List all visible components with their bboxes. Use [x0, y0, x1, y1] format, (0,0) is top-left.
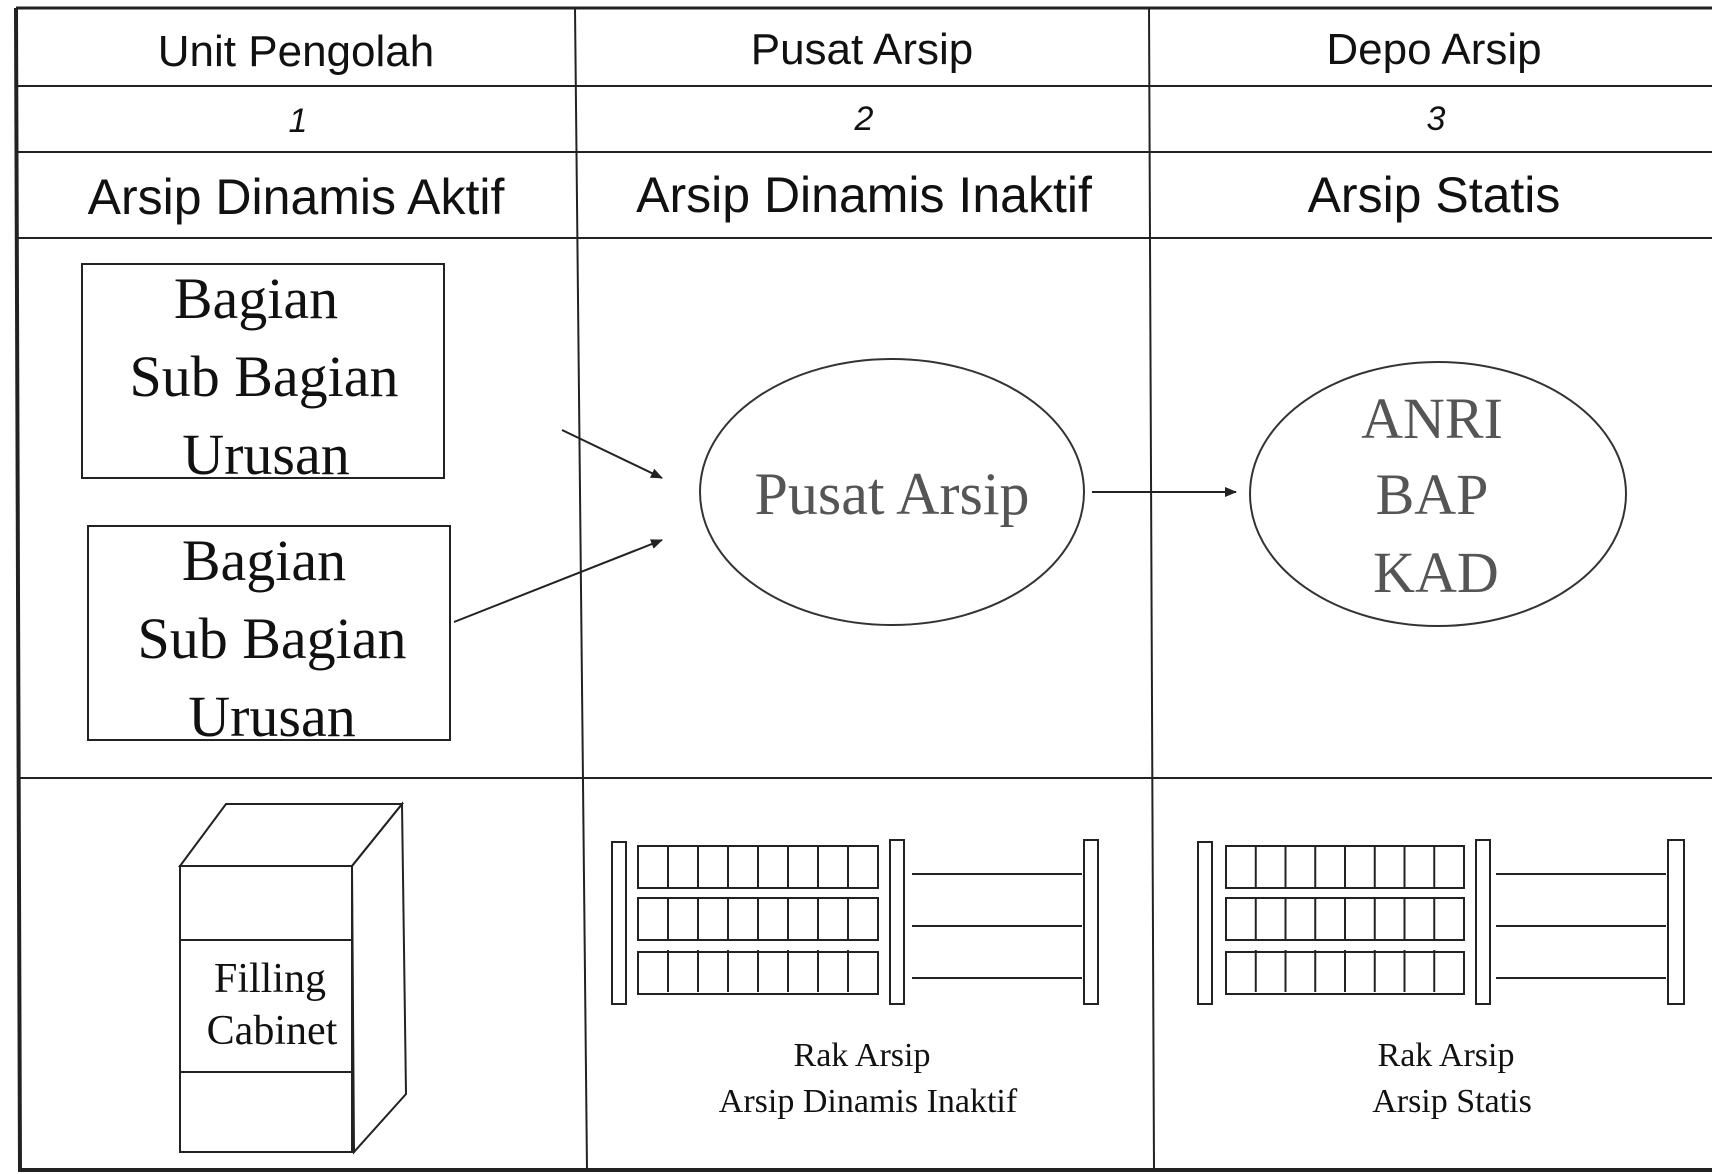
rack-middle-post-mid: [889, 839, 905, 1005]
header-columns: Unit Pengolah Pusat Arsip Depo Arsip: [158, 25, 1542, 76]
unit-box-1-line-1: Bagian: [174, 266, 338, 331]
header-categories: Arsip Dinamis Aktif Arsip Dinamis Inakti…: [88, 167, 1561, 225]
center-ellipse-shape: [699, 358, 1085, 626]
category-1: Arsip Dinamis Aktif: [88, 169, 505, 225]
rack-middle-post-left: [611, 841, 627, 1005]
unit-box-1-frame: [81, 263, 445, 479]
right-ellipse-line-2: BAP: [1376, 462, 1489, 527]
arrow-box2-to-center: [453, 539, 663, 623]
unit-box-1-line-3: Urusan: [182, 422, 350, 487]
header-numbers: 1 2 3: [289, 100, 1446, 140]
cabinet-label-line-1: Filling: [214, 956, 326, 1002]
header-number-1: 1: [289, 102, 308, 140]
unit-box-2-line-3: Urusan: [188, 684, 356, 749]
rack-middle: Rak Arsip Arsip Dinamis Inaktif: [611, 839, 1099, 1120]
rack-middle-caption-line-1: Rak Arsip: [794, 1037, 931, 1074]
table-grid: [14, 6, 1712, 1173]
arrow-box1-to-center: [561, 429, 663, 479]
unit-box-1-line-2: Sub Bagian: [129, 344, 398, 409]
rack-right: Rak Arsip Arsip Statis: [1197, 839, 1685, 1120]
right-ellipse-line-1: ANRI: [1361, 386, 1503, 451]
grid-outer-left: [14, 7, 22, 1173]
rack-middle-post-right: [1083, 839, 1099, 1005]
cabinet-top-face: [178, 803, 405, 867]
rack-right-post-mid: [1475, 839, 1491, 1005]
header-col-3: Depo Arsip: [1326, 25, 1541, 74]
header-col-1: Unit Pengolah: [158, 27, 434, 76]
header-number-3: 3: [1427, 100, 1446, 138]
category-3: Arsip Statis: [1308, 167, 1561, 223]
cabinet-front-face: [179, 865, 353, 1153]
flow-arrows: [453, 429, 1237, 623]
header-number-2: 2: [854, 100, 874, 138]
cabinet-label-line-2: Cabinet: [207, 1008, 338, 1054]
rack-right-caption-line-1: Rak Arsip: [1378, 1037, 1515, 1074]
unit-box-1: Bagian Sub Bagian Urusan: [81, 263, 445, 487]
grid-col-line-1: [574, 7, 588, 1171]
unit-box-2: Bagian Sub Bagian Urusan: [87, 525, 451, 749]
right-ellipse: ANRI BAP KAD: [1249, 361, 1627, 627]
center-ellipse: Pusat Arsip: [699, 358, 1085, 626]
rack-right-post-right: [1667, 839, 1685, 1005]
category-2: Arsip Dinamis Inaktif: [636, 167, 1092, 223]
rack-right-post-left: [1197, 841, 1213, 1005]
rack-middle-caption-line-2: Arsip Dinamis Inaktif: [719, 1083, 1018, 1120]
unit-box-2-line-2: Sub Bagian: [137, 606, 406, 671]
center-ellipse-label: Pusat Arsip: [754, 461, 1029, 527]
grid-col-line-2: [1148, 7, 1155, 1171]
rack-right-caption-line-2: Arsip Statis: [1372, 1083, 1532, 1120]
right-ellipse-line-3: KAD: [1373, 540, 1499, 605]
unit-box-2-line-1: Bagian: [182, 528, 346, 593]
right-ellipse-shape: [1249, 361, 1627, 627]
header-col-2: Pusat Arsip: [751, 25, 974, 74]
cabinet-side-face: [350, 801, 408, 1155]
filing-cabinet: Filling Cabinet: [178, 801, 408, 1155]
unit-box-2-frame: [87, 525, 451, 741]
